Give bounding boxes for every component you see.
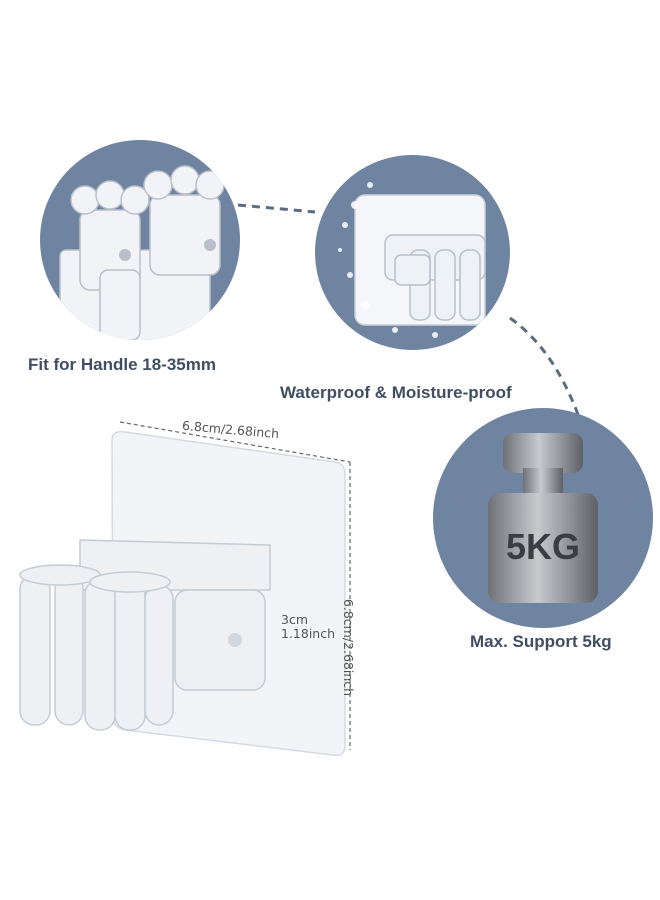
weight-label: 5KG <box>505 526 581 567</box>
waterproof-caption: Waterproof & Moisture-proof <box>280 383 512 402</box>
max-support-caption: Max. Support 5kg <box>470 632 612 651</box>
height-dimension: 6.8cm/2.68inch <box>341 598 357 697</box>
handle-fit-image <box>40 140 240 340</box>
waterproof-image <box>315 155 510 350</box>
weight-image: 5KG <box>433 408 653 628</box>
handle-fit-caption: Fit for Handle 18-35mm <box>28 355 216 374</box>
clip-dimension-inch: 1.18inch <box>281 626 336 641</box>
clip-dimension-cm: 3cm <box>281 612 309 627</box>
